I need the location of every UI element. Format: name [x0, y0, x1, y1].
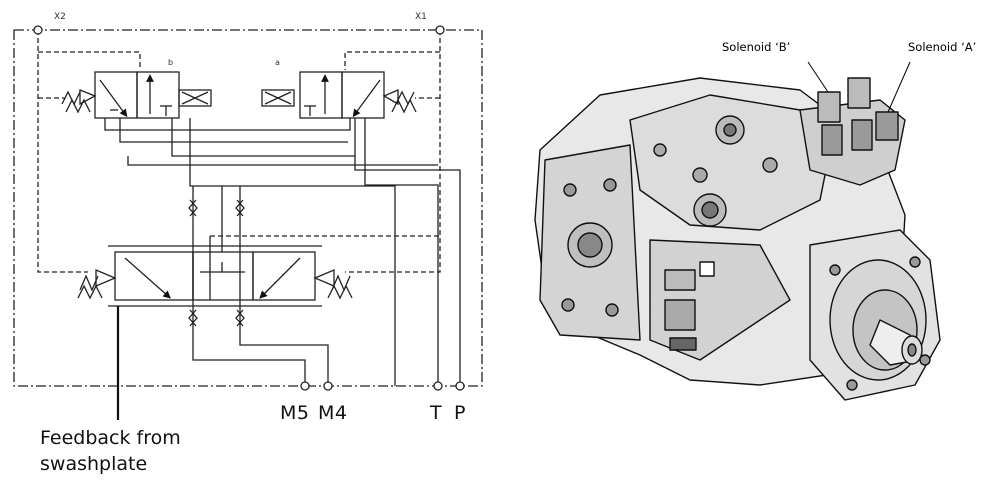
solenoid-a-leader — [887, 61, 911, 113]
valve-a-mark: a — [275, 58, 280, 67]
port-p-label: P — [454, 402, 466, 424]
port-t-label: T — [430, 402, 443, 424]
boundary-frame — [13, 29, 483, 387]
solenoid-a-label: Solenoid ‘A’ — [908, 40, 977, 54]
solenoid-valve-a — [261, 71, 417, 119]
port-m5-marker — [300, 381, 310, 391]
valve-b-mark: b — [168, 58, 174, 67]
port-p-marker — [455, 381, 465, 391]
port-t-marker — [433, 381, 443, 391]
pilot-line-top-left — [38, 51, 141, 70]
servo-control-valve — [77, 245, 353, 307]
pilot-line-top-right — [344, 51, 440, 70]
feedback-caption: Feedback from swashplate — [40, 425, 181, 477]
feedback-caption-line2: swashplate — [40, 453, 148, 475]
control-block — [629, 94, 831, 231]
port-x2-label: X2 — [54, 12, 66, 22]
hydraulic-schematic — [13, 25, 483, 420]
solenoid-b-body — [817, 91, 841, 123]
solenoid-a-body — [847, 77, 871, 109]
feedback-caption-line1: Feedback from — [40, 427, 181, 449]
port-x1-label: X1 — [415, 12, 427, 22]
port-x2-marker — [33, 25, 43, 35]
port-x1-marker — [435, 25, 445, 35]
solenoid-valve-b — [61, 71, 212, 119]
solenoid-b-leader — [807, 61, 829, 93]
solenoid-b-label: Solenoid ‘B’ — [722, 40, 791, 54]
port-m4-label: M4 — [318, 402, 348, 424]
port-m5-label: M5 — [280, 402, 310, 424]
pilot-line-x2 — [37, 30, 88, 273]
port-m4-marker — [323, 381, 333, 391]
pilot-line-x1 — [345, 30, 441, 273]
